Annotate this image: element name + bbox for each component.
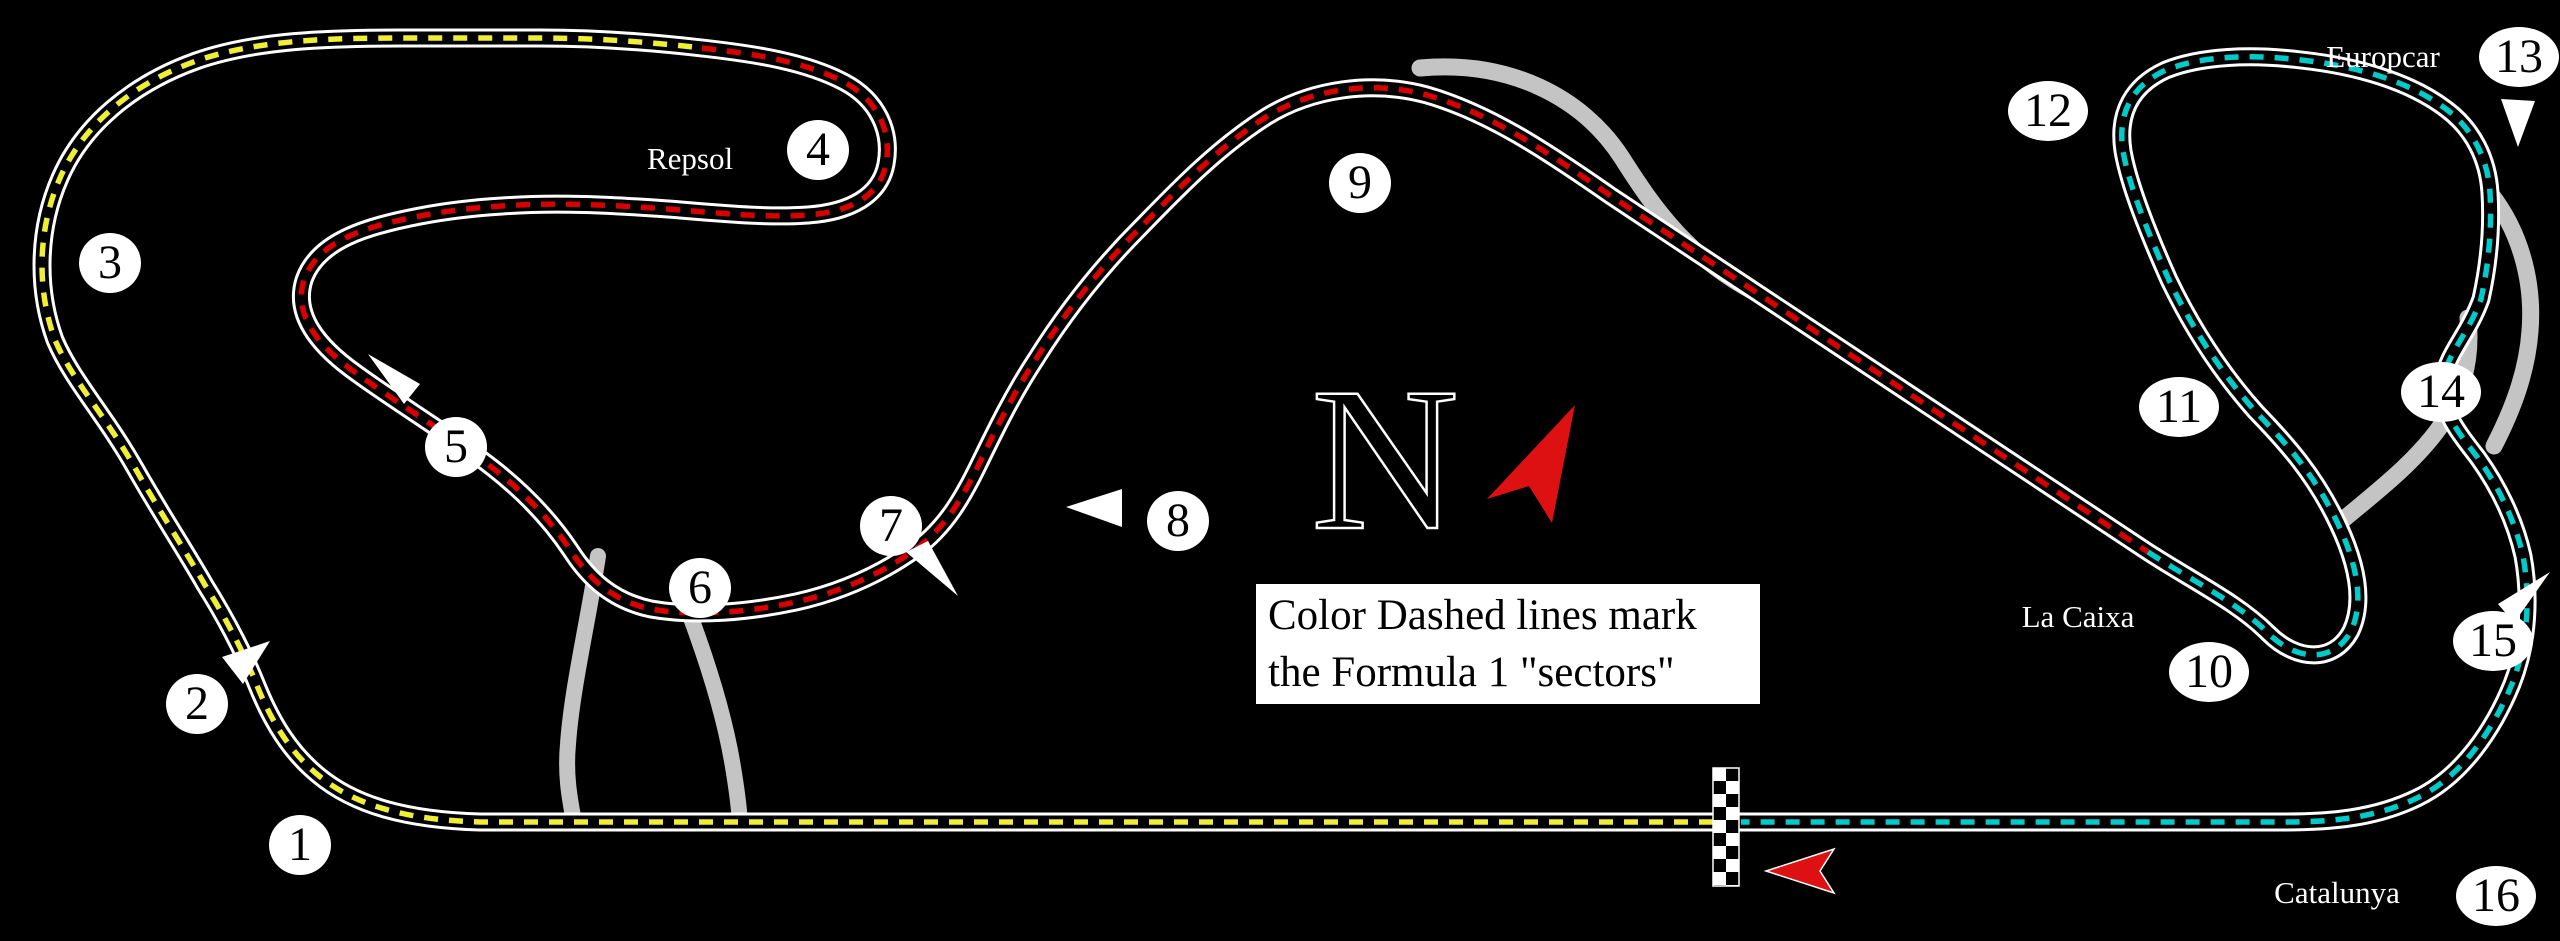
corner-number: 10 [2185,645,2233,698]
pointer-turn-8-icon [1066,489,1122,527]
corner-marker-6: 6 [669,558,731,618]
corner-number: 14 [2417,365,2465,418]
label-catalunya: Catalunya [2274,875,2400,910]
direction-arrow [1763,847,1836,895]
compass-arrow [1487,405,1575,523]
label-la-caixa: La Caixa [2021,599,2135,634]
caption-box: Color Dashed lines mark the Formula 1 "s… [1256,584,1760,704]
compass-letter: N [1311,346,1459,573]
corner-number: 3 [98,236,122,289]
alt-road-link-b [680,602,748,830]
alt-road-moto-bypass [2329,309,2478,533]
corner-number: 7 [879,499,903,552]
label-repsol: Repsol [646,141,734,176]
corner-number: 2 [185,677,209,730]
caption-line-2: the Formula 1 "sectors" [1268,649,1675,696]
corner-marker-9: 9 [1329,153,1391,213]
corner-number: 5 [444,420,468,473]
corner-marker-2: 2 [166,674,228,734]
pointer-turn-5-icon [368,354,420,404]
caption-line-1: Color Dashed lines mark [1268,592,1697,639]
pointer-turn-7-icon [906,541,958,596]
corner-number: 15 [2469,614,2517,667]
alt-roads [559,58,2540,830]
label-europcar: Europcar [2326,39,2440,74]
corner-number: 11 [2155,380,2203,433]
corner-marker-5: 5 [425,417,487,477]
sector1-dashed-line [39,35,1713,825]
pointer-turn-2-icon [222,641,270,684]
corner-number: 12 [2024,84,2072,137]
corner-number: 6 [688,561,712,614]
pointer-turn-13-icon [2501,99,2535,147]
corner-marker-11: 11 [2139,377,2219,437]
start-finish-line [1712,767,1740,887]
pointer-turn-15-icon [2498,572,2550,623]
alt-road-link-a [559,548,606,830]
corner-marker-14: 14 [2401,362,2481,422]
corner-number: 16 [2472,869,2520,922]
corner-marker-4: 4 [787,120,849,180]
corner-marker-3: 3 [79,233,141,293]
corner-marker-8: 8 [1147,491,1209,551]
sector2-dashed-line [298,45,2150,616]
corner-marker-7: 7 [860,496,922,556]
sector3-dashed-line [1741,54,2530,825]
alt-road-right-edge [2481,184,2540,455]
corner-marker-13: 13 [2479,27,2559,87]
corner-marker-10: 10 [2169,642,2249,702]
corner-number: 4 [806,123,830,176]
corner-marker-1: 1 [269,815,331,875]
callout-pointers [222,99,2550,684]
corner-number: 13 [2495,30,2543,83]
corner-number: 1 [288,818,312,871]
corner-marker-12: 12 [2008,81,2088,141]
corner-number: 8 [1166,494,1190,547]
corner-number: 9 [1348,156,1372,209]
corner-marker-16: 16 [2456,866,2536,926]
corner-marker-15: 15 [2453,611,2533,671]
